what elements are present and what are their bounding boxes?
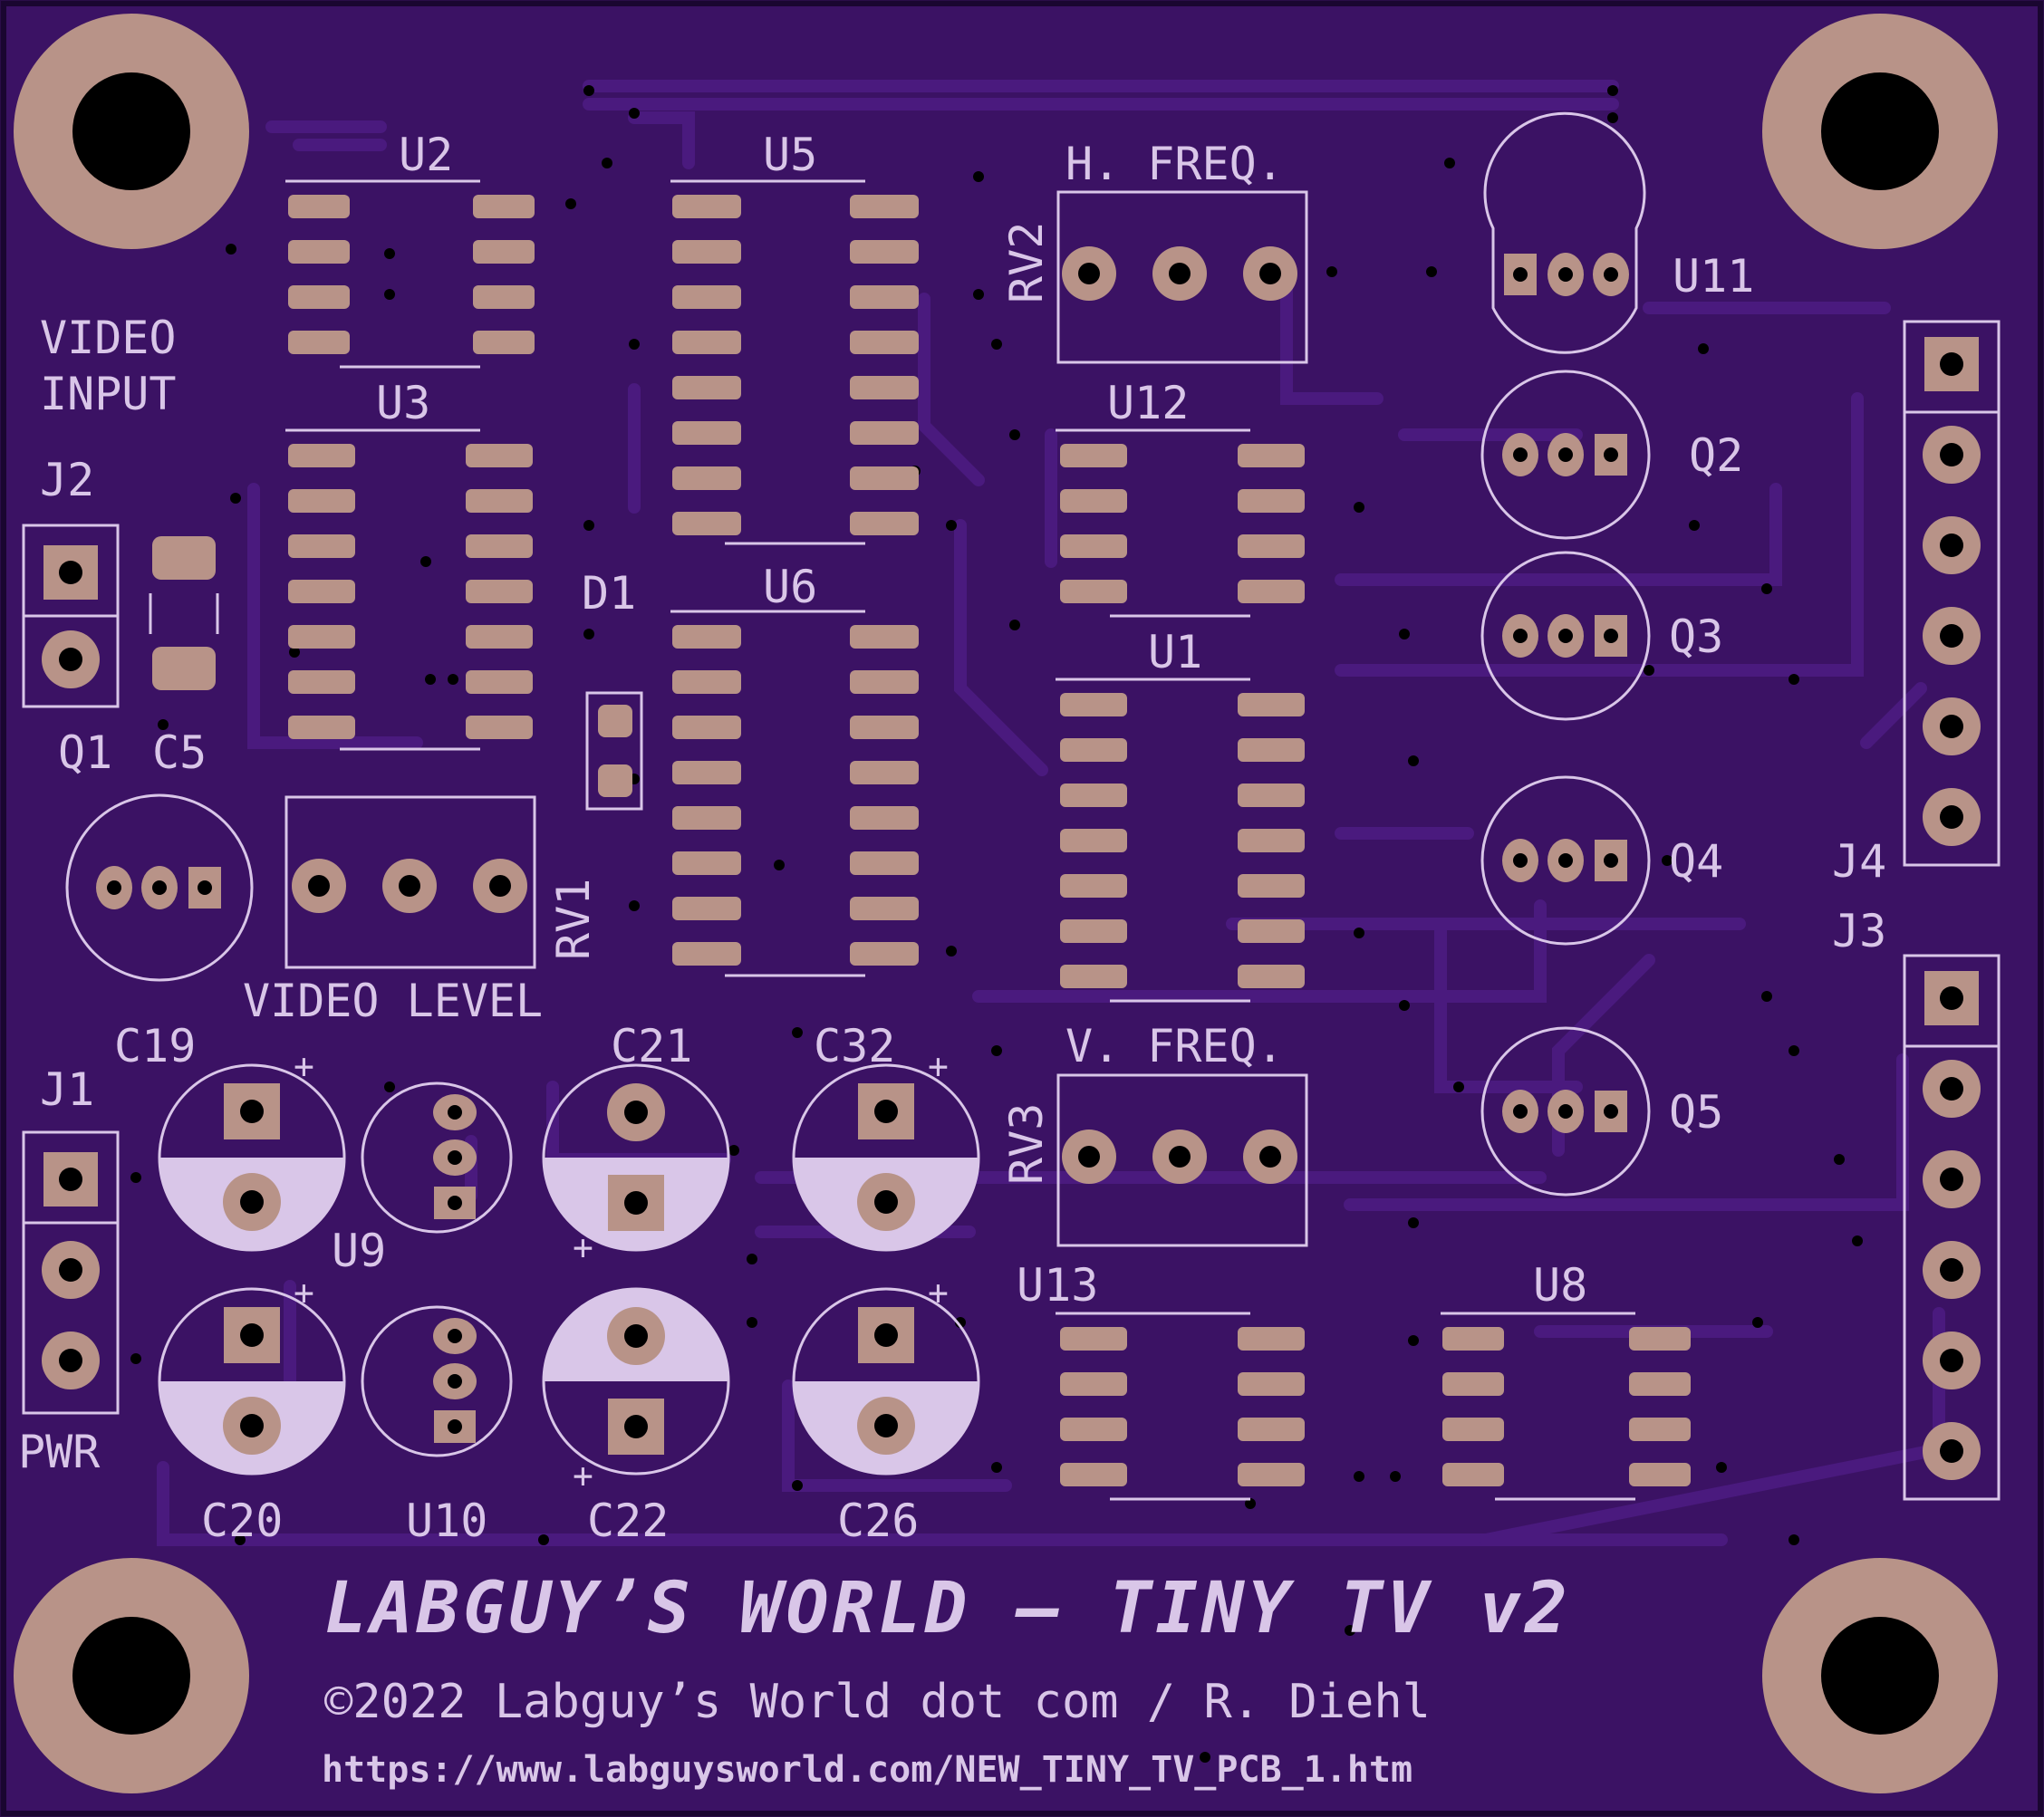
d1-pad-bottom: [598, 764, 632, 797]
ic-u12: [1060, 444, 1305, 603]
smd-pads: [152, 195, 1691, 1486]
label-q1: Q1: [58, 726, 112, 779]
label-rv3: RV3: [1000, 1103, 1053, 1185]
label-video-input-line2: INPUT: [40, 368, 177, 420]
label-c26: C26: [837, 1495, 919, 1547]
silkscreen-outlines: [22, 111, 2001, 1501]
label-pwr: PWR: [18, 1426, 101, 1478]
label-c32: C32: [814, 1020, 895, 1072]
board-url: https://www.labguysworld.com/NEW_TINY_TV…: [322, 1749, 1412, 1791]
label-c19: C19: [114, 1020, 196, 1072]
label-u10: U10: [406, 1495, 487, 1547]
label-d1: D1: [582, 567, 636, 620]
ic-u8: [1442, 1327, 1691, 1486]
board-title: LABGUY’S WORLD — TINY TV v2: [324, 1568, 1571, 1649]
label-u9: U9: [332, 1225, 386, 1277]
label-j3: J3: [1832, 905, 1886, 957]
label-j4: J4: [1832, 835, 1886, 888]
label-c20: C20: [201, 1495, 283, 1547]
polarity-mark-c26: +: [928, 1273, 949, 1312]
c5-pad-top: [152, 536, 216, 580]
ic-u5: [672, 195, 919, 535]
label-u13: U13: [1017, 1259, 1098, 1312]
ic-u1: [1060, 693, 1305, 988]
board-copyright: ©2022 Labguy’s World dot com / R. Diehl: [324, 1675, 1431, 1729]
label-j2: J2: [40, 454, 94, 506]
d1-pad-top: [598, 705, 632, 737]
mounting-holes: [14, 14, 1998, 1793]
label-u3: U3: [376, 377, 430, 429]
polarity-mark-c20: +: [294, 1273, 314, 1312]
label-u2: U2: [399, 129, 453, 181]
label-video-input-line1: VIDEO: [40, 312, 177, 364]
label-q4: Q4: [1669, 835, 1723, 888]
label-u6: U6: [763, 561, 817, 613]
label-c22: C22: [587, 1495, 669, 1547]
label-rv1: RV1: [547, 879, 600, 960]
label-q2: Q2: [1689, 429, 1743, 482]
polarity-mark-c19: +: [294, 1046, 314, 1086]
label-u5: U5: [763, 129, 817, 181]
label-q3: Q3: [1669, 610, 1723, 663]
label-c21: C21: [611, 1020, 692, 1072]
label-video-level: VIDEO LEVEL: [243, 975, 543, 1027]
label-u8: U8: [1533, 1259, 1587, 1312]
label-h-freq: H. FREQ.: [1065, 138, 1284, 190]
ic-u2: [288, 195, 535, 354]
label-q5: Q5: [1669, 1086, 1723, 1139]
ic-u6: [672, 625, 919, 966]
through-hole-pads: [42, 246, 1981, 1480]
polarity-mark-c32: +: [928, 1046, 949, 1086]
label-c5: C5: [152, 726, 207, 779]
label-u1: U1: [1148, 626, 1202, 678]
c5-pad-bottom: [152, 647, 216, 690]
label-j1: J1: [40, 1063, 94, 1116]
polarity-mark-c21: +: [573, 1227, 593, 1267]
ic-u13: [1060, 1327, 1305, 1486]
label-v-freq: V. FREQ.: [1065, 1020, 1284, 1072]
silkscreen-labels: U2 U5 H. FREQ. U3 U12 U6 D1 U1 VIDEO INP…: [18, 129, 1886, 1547]
ic-u3: [288, 444, 533, 739]
board-branding: LABGUY’S WORLD — TINY TV v2 ©2022 Labguy…: [322, 1568, 1571, 1791]
label-rv2: RV2: [1000, 222, 1053, 303]
label-u11: U11: [1673, 250, 1754, 303]
label-u12: U12: [1107, 377, 1189, 429]
polarity-mark-c22: +: [573, 1456, 593, 1495]
